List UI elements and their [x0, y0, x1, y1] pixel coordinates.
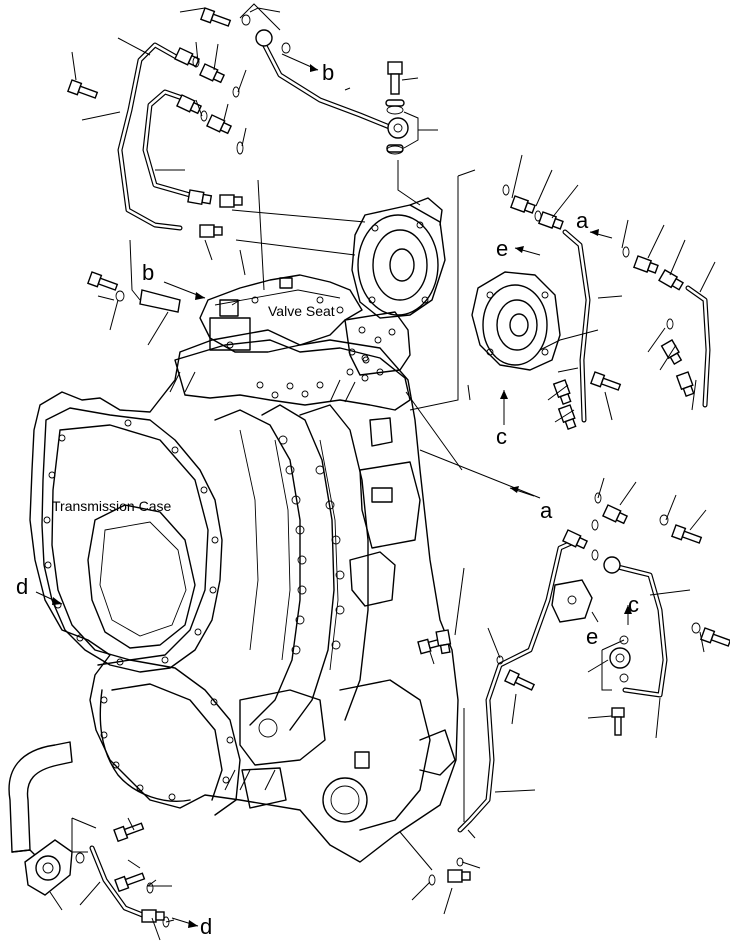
top-deck-holes — [256, 348, 384, 399]
pump-housing-center — [351, 197, 446, 319]
lower-housing-bolt-holes — [100, 696, 234, 801]
filter-housing-right — [471, 271, 561, 371]
callout-c-right: c — [628, 592, 639, 617]
oil-cooler-flange — [24, 839, 73, 896]
pipes — [8, 37, 711, 921]
bell-housing-bolt-holes — [43, 419, 219, 666]
flange-bolt-row — [278, 435, 345, 655]
callout-e-right: e — [586, 624, 598, 649]
transmission-case — [29, 329, 459, 863]
callout-b-top: b — [322, 60, 334, 85]
callout-e-top: e — [496, 236, 508, 261]
callout-a-mid: a — [540, 498, 553, 523]
label-valve-seat: Valve Seat — [268, 303, 335, 319]
leader-lines — [49, 3, 716, 941]
callout-d-left: d — [16, 574, 28, 599]
direction-arrows — [35, 53, 632, 928]
callout-a-top: a — [576, 208, 589, 233]
o-rings — [75, 14, 701, 928]
label-transmission-case: Transmission Case — [52, 498, 172, 514]
callout-b-left: b — [142, 260, 154, 285]
banjo-fitting-top — [255, 29, 409, 139]
callout-c-left: c — [496, 424, 507, 449]
bolts — [66, 7, 730, 923]
callout-d-bottom: d — [200, 914, 212, 939]
